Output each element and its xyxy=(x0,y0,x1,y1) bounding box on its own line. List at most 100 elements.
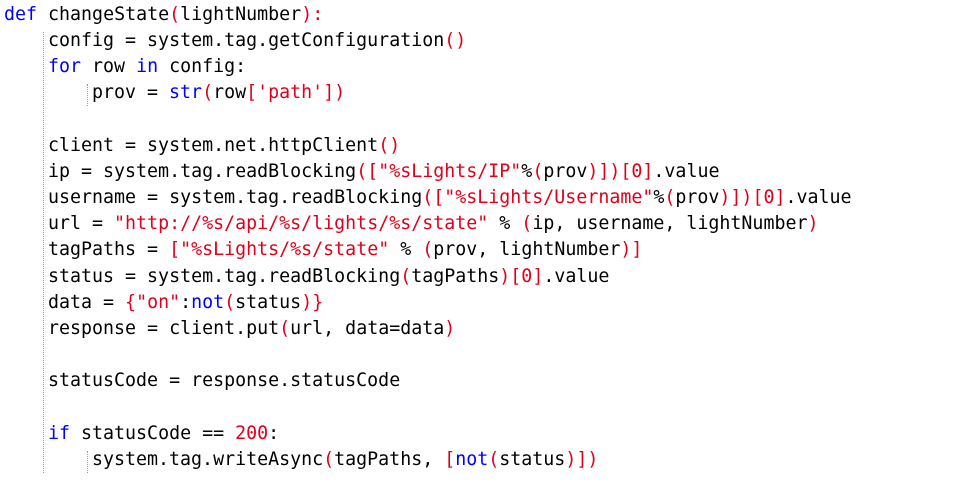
code-token: config: xyxy=(158,55,247,77)
code-token: )[ xyxy=(499,265,522,287)
code-token: .value xyxy=(653,160,720,182)
code-token: )]) xyxy=(565,448,599,470)
code-line[interactable]: statusCode = response.statusCode xyxy=(48,368,400,394)
code-line[interactable]: ip = system.tag.readBlocking(["%sLights/… xyxy=(48,159,719,185)
code-token: ): xyxy=(301,3,324,25)
code-line[interactable]: prov = str(row['path']) xyxy=(92,80,345,106)
code-token: data = xyxy=(48,291,126,313)
code-line[interactable]: for row in config: xyxy=(48,54,246,80)
code-token: "on" xyxy=(136,291,181,313)
code-token: ip = system.tag.readBlocking xyxy=(48,160,357,182)
code-token: .value xyxy=(543,265,610,287)
code-token: % xyxy=(389,239,423,261)
indent-guide xyxy=(86,84,88,107)
code-token: statusCode == xyxy=(70,422,236,444)
code-token: not xyxy=(191,291,225,313)
code-token: config = system.tag.getConfiguration xyxy=(48,29,445,51)
code-line[interactable]: url = "http://%s/api/%s/lights/%s/state"… xyxy=(48,211,818,237)
code-token: def xyxy=(4,3,38,25)
code-token: ( xyxy=(664,186,676,208)
code-token: ([ xyxy=(422,186,445,208)
code-token: [ xyxy=(444,448,456,470)
code-token: [ xyxy=(246,82,258,104)
code-token: tagPaths xyxy=(411,265,500,287)
code-token: % xyxy=(653,186,665,208)
code-token: { xyxy=(125,291,137,313)
indent-guide xyxy=(42,31,44,474)
code-token: ( xyxy=(279,317,291,339)
code-token: ( xyxy=(202,82,214,104)
code-token: response = client.put xyxy=(48,317,280,339)
code-token: % xyxy=(488,213,522,235)
code-line[interactable]: username = system.tag.readBlocking(["%sL… xyxy=(48,185,852,211)
code-token: ( xyxy=(521,213,533,235)
code-line[interactable]: response = client.put(url, data=data) xyxy=(48,316,455,342)
code-line[interactable]: client = system.net.httpClient() xyxy=(48,133,400,159)
code-token: () xyxy=(378,134,401,156)
code-line[interactable]: data = {"on":not(status)} xyxy=(48,290,323,316)
code-token: ] xyxy=(532,265,544,287)
code-token: ) xyxy=(807,213,819,235)
code-token: .value xyxy=(785,186,852,208)
code-token: statusCode = response.statusCode xyxy=(48,370,401,392)
code-token: ]) xyxy=(323,82,346,104)
code-token: prov xyxy=(543,160,588,182)
code-token: ([ xyxy=(356,160,379,182)
code-token: ] xyxy=(774,186,786,208)
code-token: client = system.net.httpClient xyxy=(48,134,379,156)
code-line[interactable]: config = system.tag.getConfiguration() xyxy=(48,28,466,54)
code-token: lightNumber xyxy=(180,3,302,25)
code-token: ( xyxy=(323,448,335,470)
code-token: 0 xyxy=(631,160,643,182)
code-token: () xyxy=(444,29,467,51)
code-token: ( xyxy=(488,448,500,470)
code-token: ( xyxy=(400,265,412,287)
code-token: )])[ xyxy=(587,160,632,182)
code-token: status = system.tag.readBlocking xyxy=(48,265,401,287)
code-token: 0 xyxy=(521,265,533,287)
code-line[interactable]: status = system.tag.readBlocking(tagPath… xyxy=(48,264,609,290)
code-token: prov, lightNumber xyxy=(433,239,621,261)
code-token: % xyxy=(521,160,533,182)
code-token: url = xyxy=(48,213,115,235)
code-token: ( xyxy=(224,291,236,313)
code-token: ( xyxy=(169,3,181,25)
code-token: url, data=data xyxy=(290,317,445,339)
code-token: )] xyxy=(620,239,643,261)
code-token: username = system.tag.readBlocking xyxy=(48,186,423,208)
code-token: "http://%s/api/%s/lights/%s/state" xyxy=(114,213,489,235)
code-token: row xyxy=(213,82,247,104)
code-token: system.tag.writeAsync xyxy=(92,448,324,470)
code-token: ( xyxy=(532,160,544,182)
code-token: tagPaths = xyxy=(48,239,170,261)
code-token: if xyxy=(48,422,71,444)
code-token: "%sLights/IP" xyxy=(378,160,522,182)
code-token: : xyxy=(268,422,280,444)
code-token: prov = xyxy=(92,82,170,104)
code-token: str xyxy=(169,82,203,104)
code-token: changeState xyxy=(37,3,170,25)
code-token: "%sLights/%s/state" xyxy=(180,239,390,261)
code-token: tagPaths, xyxy=(334,448,445,470)
code-line[interactable]: system.tag.writeAsync(tagPaths, [not(sta… xyxy=(92,447,598,473)
code-token: prov xyxy=(675,186,720,208)
code-token: ] xyxy=(642,160,654,182)
code-token: for xyxy=(48,55,82,77)
code-token: )} xyxy=(301,291,324,313)
code-line[interactable]: tagPaths = ["%sLights/%s/state" % (prov,… xyxy=(48,237,642,263)
code-line[interactable]: if statusCode == 200: xyxy=(48,421,279,447)
indent-guide xyxy=(86,450,88,474)
code-token: : xyxy=(180,291,192,313)
code-token: not xyxy=(455,448,489,470)
code-token: [ xyxy=(169,239,181,261)
code-token: row xyxy=(81,55,137,77)
code-token: 'path' xyxy=(257,82,324,104)
code-token: ( xyxy=(422,239,434,261)
code-token: 200 xyxy=(235,422,269,444)
code-line[interactable]: def changeState(lightNumber): xyxy=(4,2,323,28)
code-token: in xyxy=(136,55,159,77)
code-token: "%sLights/Username" xyxy=(444,186,654,208)
code-token: ip, username, lightNumber xyxy=(532,213,808,235)
code-token: ) xyxy=(444,317,456,339)
